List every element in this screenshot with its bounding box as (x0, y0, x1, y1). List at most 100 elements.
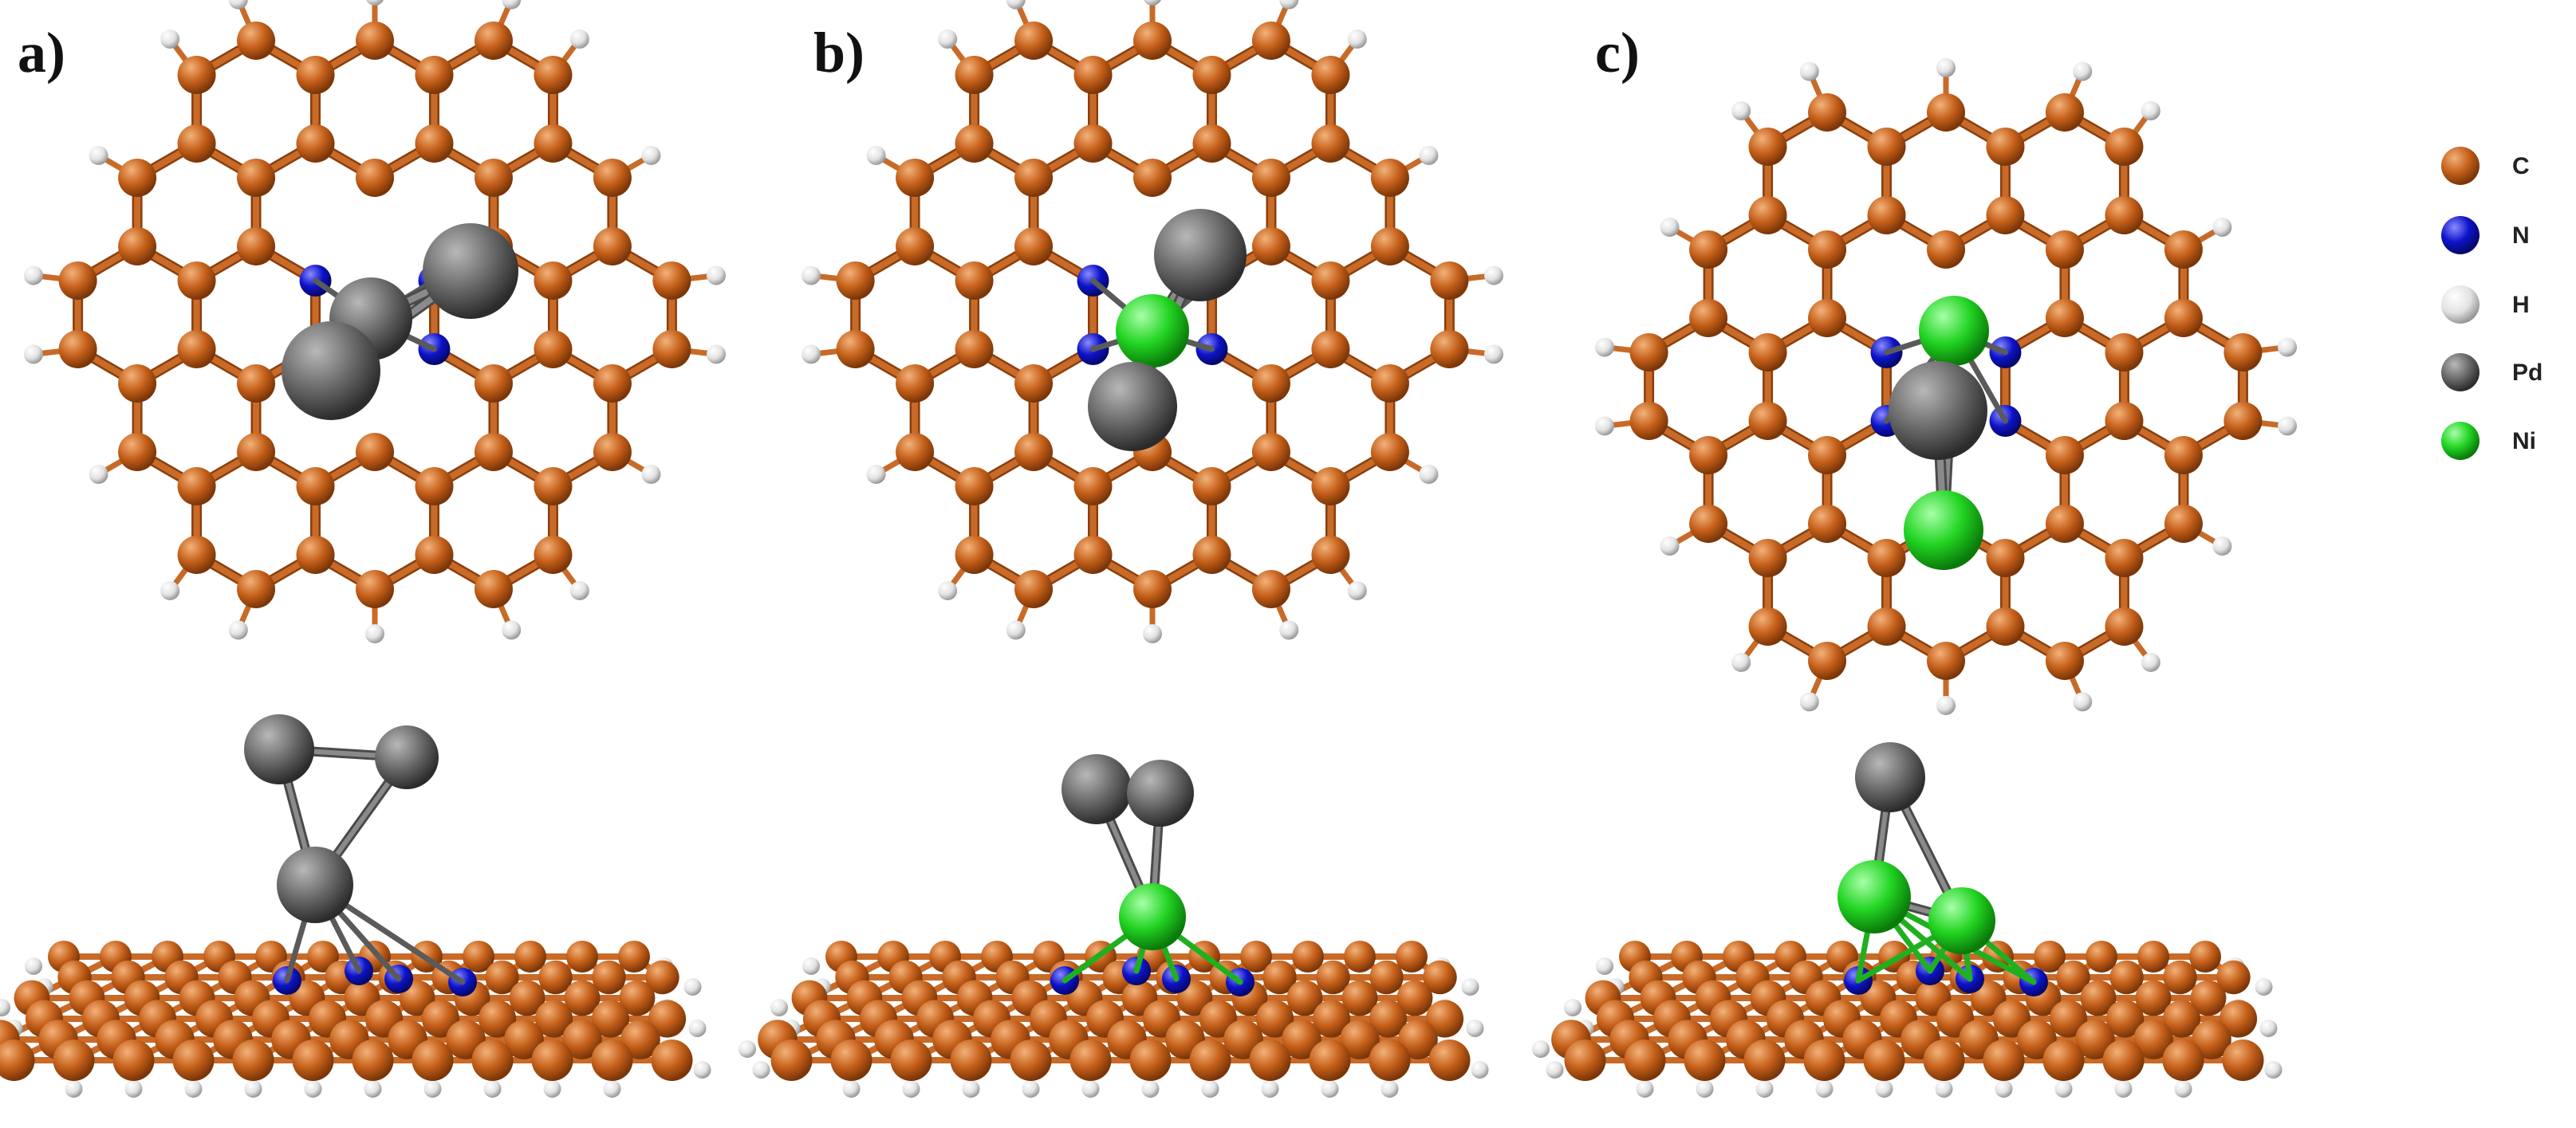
palladium-atom (277, 847, 353, 923)
carbon-atom (955, 536, 994, 574)
carbon-atom (896, 159, 935, 197)
carbon-atom (534, 124, 573, 163)
carbon-atom (1014, 570, 1054, 608)
nickel-atom (1919, 296, 1989, 366)
carbon-atom (2137, 941, 2169, 973)
hydrogen-atom (1815, 1080, 1834, 1098)
hydrogen-atom (25, 957, 42, 975)
hydrogen-atom (1261, 1080, 1279, 1098)
side-view-structure-a (0, 714, 711, 1098)
hydrogen-atom (962, 1080, 980, 1098)
carbon-atom (1430, 261, 1469, 300)
legend-label-c: C (2512, 153, 2530, 179)
carbon-atom (2086, 941, 2117, 973)
carbon-atom (1369, 1000, 1408, 1038)
carbon-atom (2045, 642, 2084, 680)
carbon-atom (1748, 196, 1787, 234)
carbon-atom (2222, 1040, 2264, 1081)
carbon-atom (2162, 1000, 2201, 1038)
carbon-atom (296, 56, 335, 94)
carbon-atom (531, 1040, 573, 1081)
carbon-atom (1748, 402, 1787, 440)
hydrogen-atom (304, 1080, 322, 1098)
carbon-atom (2045, 436, 2084, 474)
carbon-atom (955, 330, 994, 368)
carbon-atom (2192, 1020, 2231, 1059)
nickel-atom (1928, 887, 1995, 954)
hydrogen-atom (0, 999, 10, 1016)
hydrogen-atom (641, 146, 661, 165)
carbon-atom (463, 941, 494, 973)
hydrogen-atom (1799, 692, 1819, 712)
carbon-atom (1986, 128, 2025, 166)
palladium-atom (1889, 361, 1987, 460)
carbon-atom (1073, 56, 1113, 94)
carbon-atom (1251, 227, 1290, 265)
carbon-atom (172, 1040, 215, 1081)
carbon-atom (474, 433, 513, 471)
carbon-atom (896, 227, 935, 265)
carbon-atom (53, 1040, 95, 1081)
carbon-atom (770, 1040, 813, 1081)
legend-label-h: H (2512, 292, 2530, 318)
hydrogen-atom (2212, 536, 2232, 556)
hydrogen-atom (160, 29, 180, 49)
carbon-atom (1292, 941, 1324, 973)
carbon-atom (955, 261, 994, 300)
carbon-atom (232, 1040, 274, 1081)
hydrogen-atom (752, 1061, 770, 1079)
carbon-atom (1748, 539, 1787, 577)
palladium-atom (244, 714, 314, 784)
carbon-atom (2045, 299, 2084, 337)
hydrogen-atom (866, 146, 886, 165)
carbon-atom (534, 1000, 573, 1038)
hydrogen-atom (2073, 61, 2093, 81)
top-view-structure-a (23, 0, 727, 643)
carbon-atom (509, 980, 546, 1016)
hydrogen-atom (2174, 1080, 2192, 1098)
carbon-atom (292, 1040, 334, 1081)
hydrogen-atom (693, 1061, 711, 1079)
carbon-atom (1398, 1020, 1438, 1059)
hydrogen-atom (938, 580, 958, 600)
carbon-atom (1808, 505, 1847, 543)
hydrogen-atom (683, 978, 702, 996)
carbon-atom (1311, 261, 1350, 300)
carbon-atom (1251, 364, 1290, 403)
carbon-atom (955, 56, 994, 94)
carbon-atom (177, 56, 216, 94)
carbon-atom (1927, 93, 1965, 132)
hydrogen-atom (1466, 1020, 1484, 1037)
hydrogen-atom (364, 1080, 382, 1098)
carbon-atom (1341, 980, 1378, 1016)
carbon-atom (534, 536, 573, 574)
hydrogen-atom (569, 29, 589, 49)
carbon-atom (564, 980, 601, 1016)
carbon-atom (296, 467, 335, 505)
hydrogen-atom (1696, 1080, 1714, 1098)
carbon-atom (538, 960, 573, 995)
carbon-atom (652, 261, 691, 300)
carbon-atom (2075, 1020, 2115, 1059)
hydrogen-atom (1532, 1040, 1550, 1058)
hydrogen-atom (2259, 1020, 2278, 1037)
carbon-atom (1129, 1040, 1172, 1081)
carbon-atom (836, 261, 875, 300)
carbon-atom (534, 56, 573, 94)
hydrogen-atom (1321, 1080, 1339, 1098)
carbon-atom (619, 980, 656, 1016)
nitrogen-atom-icon (2441, 216, 2479, 254)
top-view-structure-b (801, 0, 1504, 643)
carbon-atom (534, 467, 573, 505)
carbon-atom (1014, 159, 1054, 197)
hydrogen-atom (1201, 1080, 1219, 1098)
carbon-atom (896, 364, 935, 403)
hydrogen-atom (1143, 624, 1162, 643)
hydrogen-atom (641, 465, 661, 484)
carbon-atom (1014, 22, 1054, 60)
hydrogen-atom (1731, 101, 1751, 121)
carbon-atom (1311, 56, 1350, 94)
carbon-atom (1133, 159, 1172, 197)
carbon-atom (0, 1040, 35, 1081)
hydrogen-atom (2212, 218, 2232, 237)
